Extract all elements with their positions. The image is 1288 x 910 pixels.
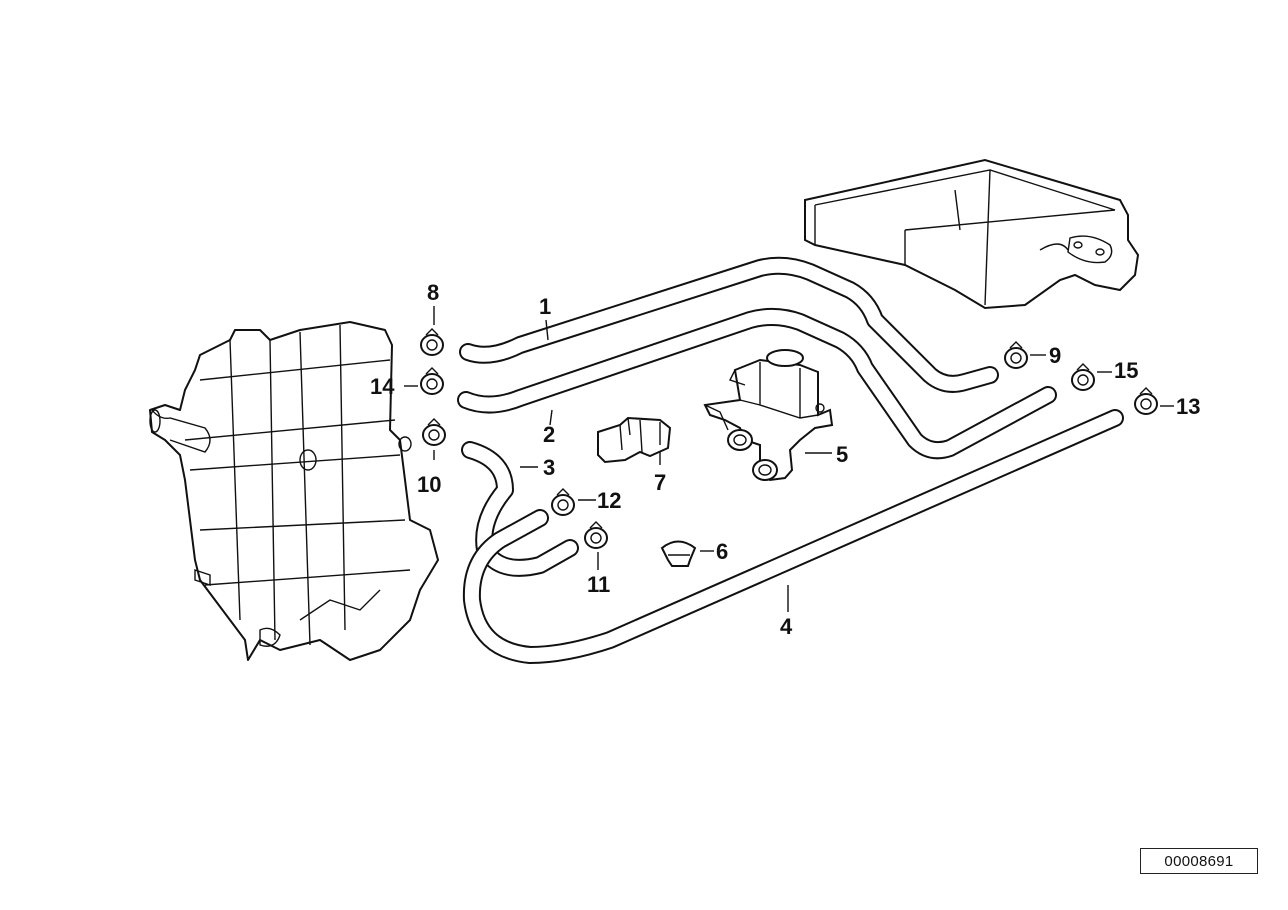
hose-clamps-illustration — [420, 328, 1158, 549]
diagram-reference-number: 00008691 — [1140, 848, 1258, 874]
callout-4: 4 — [780, 614, 793, 639]
connector-illustration — [597, 416, 672, 464]
callout-9: 9 — [1049, 343, 1061, 368]
callout-1: 1 — [539, 294, 551, 319]
callout-3: 3 — [543, 455, 555, 480]
callout-5: 5 — [836, 442, 848, 467]
water-valve-illustration — [703, 349, 834, 482]
callout-12: 12 — [597, 488, 621, 513]
callout-2: 2 — [543, 422, 555, 447]
callout-6: 6 — [716, 539, 728, 564]
hose-4-illustration — [462, 409, 1124, 664]
hose-3-illustration — [461, 441, 579, 577]
callout-13: 13 — [1176, 394, 1200, 419]
callout-14: 14 — [370, 374, 395, 399]
callout-15: 15 — [1114, 358, 1138, 383]
hose-2-illustration — [457, 308, 1057, 460]
callout-10: 10 — [417, 472, 441, 497]
leader-lines — [404, 306, 1174, 612]
callout-8: 8 — [427, 280, 439, 305]
callout-7: 7 — [654, 470, 666, 495]
callout-11: 11 — [587, 572, 610, 597]
engine-block-illustration — [149, 321, 439, 661]
hose-1-illustration — [459, 256, 999, 393]
heater-core-illustration — [804, 158, 1140, 310]
grommet-illustration — [660, 540, 697, 567]
